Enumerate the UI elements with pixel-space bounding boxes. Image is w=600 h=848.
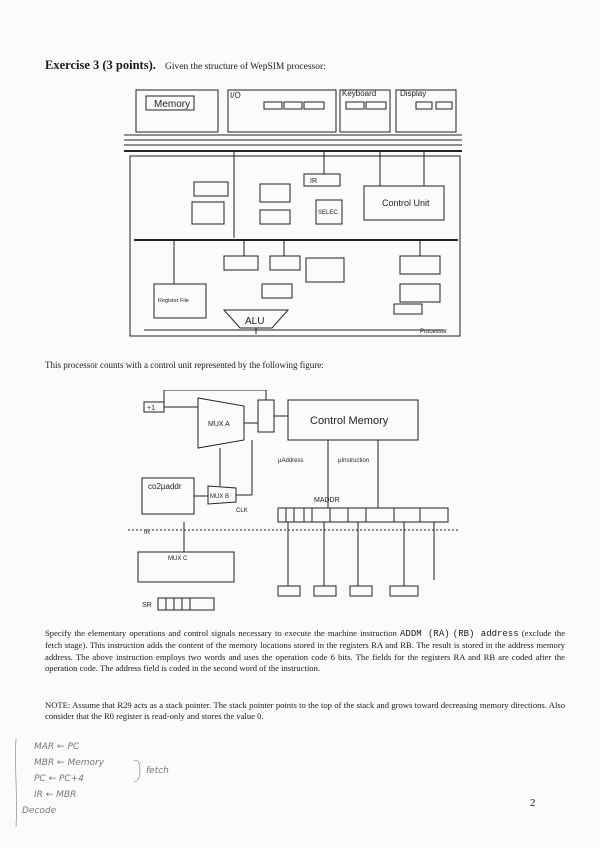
register-file-label: Register File: [158, 298, 189, 304]
select-label: SELEC: [318, 210, 338, 216]
instruction-paragraph: Specify the elementary operations and co…: [45, 628, 565, 675]
keyboard-label: Keyboard: [342, 89, 376, 98]
hw-line-5: Decode: [22, 806, 57, 816]
control-unit-caption: This processor counts with a control uni…: [45, 360, 324, 370]
mux-a-label: MUX A: [208, 421, 230, 428]
mux-b-label: MUX B: [210, 494, 229, 500]
processor-label: Processor: [420, 329, 447, 335]
co2uaddr-label: co2µaddr: [148, 482, 182, 491]
memory-label: Memory: [154, 99, 190, 110]
exercise-title-text: Exercise 3 (3 points).: [45, 58, 156, 72]
hw-line-1: MAR ← PC: [34, 742, 80, 752]
handwritten-notes: MAR ← PC MBR ← Memory PC ← PC+4 IR ← MBR…: [15, 738, 169, 828]
alu-label: ALU: [245, 316, 264, 327]
sr-label: SR: [142, 602, 152, 609]
maddress-label: µAddress: [278, 458, 303, 464]
minstruction-label: µInstruction: [338, 458, 369, 464]
p1-part1: Specify the elementary operations and co…: [45, 628, 401, 638]
page-number: 2: [530, 797, 536, 809]
hw-line-2: MBR ← Memory: [34, 758, 105, 768]
p1-instr2: (RB) address: [452, 629, 519, 639]
p1-instr: ADDM (RA): [400, 629, 450, 639]
io-label: I/O: [230, 91, 241, 100]
plus-one-label: +1: [147, 405, 155, 412]
control-unit-label: Control Unit: [382, 198, 430, 208]
ir-label-2: IR: [144, 530, 151, 536]
exercise-title: Exercise 3 (3 points). Given the structu…: [45, 58, 326, 73]
hw-line-3: PC ← PC+4: [34, 774, 84, 784]
clk-label: CLK: [236, 508, 248, 514]
p1-part3: (exclude the fetch stage). This instruct…: [45, 628, 566, 674]
ir-label: IR: [310, 178, 317, 185]
display-label: Display: [400, 89, 426, 98]
exercise-subtitle: Given the structure of WepSIM processor:: [165, 62, 326, 72]
hw-fetch-note: fetch: [146, 766, 169, 776]
maddr-label: MADDR: [314, 497, 340, 504]
processor-diagram: Memory I/O Keyboard Display Control Unit…: [124, 89, 462, 337]
mux-c-label: MUX C: [168, 556, 188, 562]
control-memory-label: Control Memory: [310, 415, 389, 427]
control-unit-diagram: +1 MUX A Control Memory co2µaddr MUX B M…: [128, 390, 458, 611]
hw-line-4: IR ← MBR: [34, 790, 76, 800]
note-paragraph: NOTE: Assume that R29 acts as a stack po…: [45, 700, 565, 722]
